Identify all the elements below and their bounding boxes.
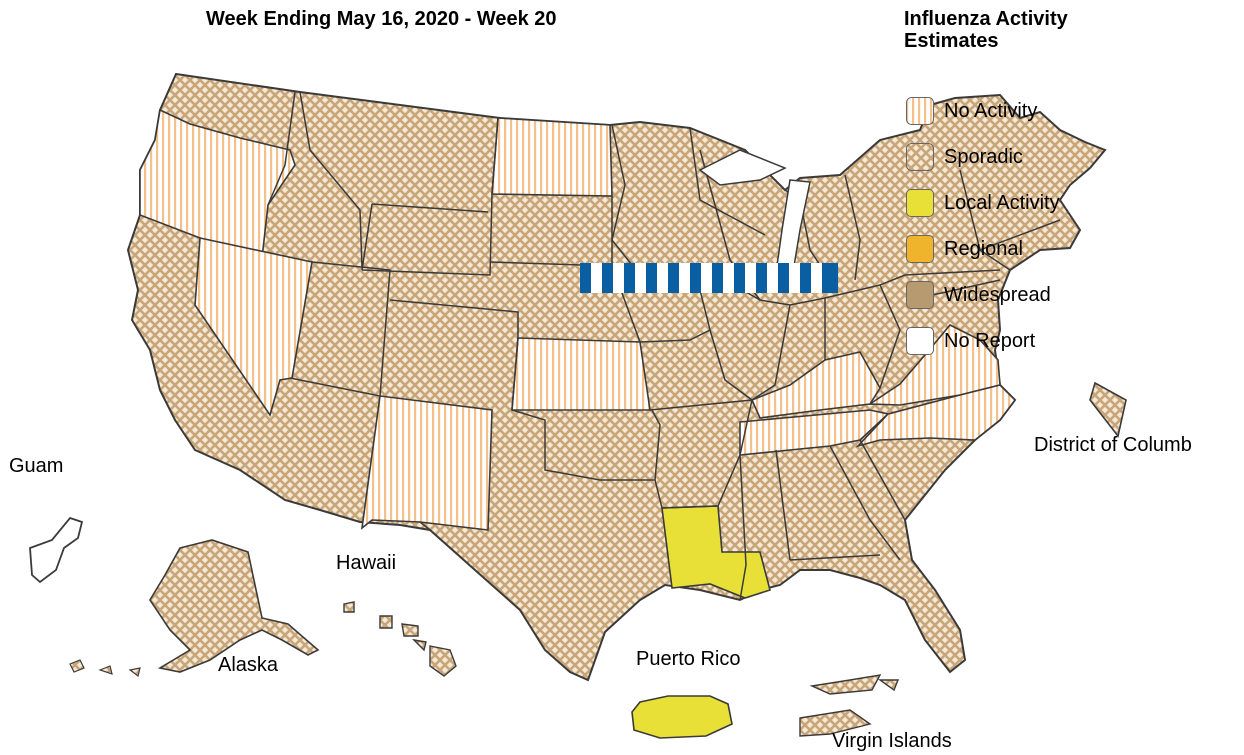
lake-superior: [698, 149, 787, 186]
legend-label: No Report: [944, 330, 1036, 352]
alaska-islands: [69, 659, 141, 678]
legend-item-no-report: No Report: [906, 327, 1146, 373]
legend-item-widespread: Widespread: [906, 281, 1146, 327]
blue-dashed-marker: [580, 263, 838, 293]
state-virginia: [867, 324, 1001, 406]
legend-swatch-no-activity: [906, 97, 934, 125]
legend-title: Influenza Activity Estimates: [904, 8, 1144, 52]
state-kansas: [511, 337, 651, 411]
dc-inset: [1089, 381, 1127, 438]
legend-title-line2: Estimates: [904, 30, 999, 52]
legend-item-no-activity: No Activity: [906, 97, 1146, 143]
virgin-islands-shape: [799, 674, 900, 737]
state-louisiana: [661, 505, 771, 599]
map-title: Week Ending May 16, 2020 - Week 20: [206, 8, 557, 30]
legend: No Activity Sporadic Local Activity Regi…: [906, 97, 1146, 373]
puerto-rico-shape: [631, 695, 733, 739]
legend-swatch-regional: [906, 235, 934, 263]
legend-swatch-no-report: [906, 327, 934, 355]
legend-swatch-widespread: [906, 281, 934, 309]
state-north-dakota: [491, 117, 613, 197]
legend-item-regional: Regional: [906, 235, 1146, 281]
legend-title-line1: Influenza Activity: [904, 8, 1068, 30]
guam-shape: [29, 516, 84, 584]
legend-swatch-sporadic: [906, 143, 934, 171]
territory-label-dc: District of Columb: [1034, 434, 1192, 456]
legend-label: Sporadic: [944, 146, 1023, 168]
legend-swatch-local: [906, 189, 934, 217]
legend-item-sporadic: Sporadic: [906, 143, 1146, 189]
state-oregon: [139, 108, 296, 260]
legend-label: Local Activity: [944, 192, 1060, 214]
state-north-carolina: [855, 384, 1017, 448]
state-new-mexico: [360, 395, 493, 531]
legend-label: Regional: [944, 238, 1023, 260]
legend-label: No Activity: [944, 100, 1038, 122]
alaska-shape: [149, 539, 320, 673]
territory-label-guam: Guam: [9, 455, 64, 477]
legend-label: Widespread: [944, 284, 1051, 306]
hawaii-shape: [343, 601, 457, 677]
territory-label-puerto-rico: Puerto Rico: [636, 648, 741, 670]
territory-label-virgin-islands: Virgin Islands: [832, 730, 952, 752]
territory-label-alaska: Alaska: [218, 654, 279, 676]
territory-label-hawaii: Hawaii: [336, 552, 397, 574]
legend-item-local-activity: Local Activity: [906, 189, 1146, 235]
